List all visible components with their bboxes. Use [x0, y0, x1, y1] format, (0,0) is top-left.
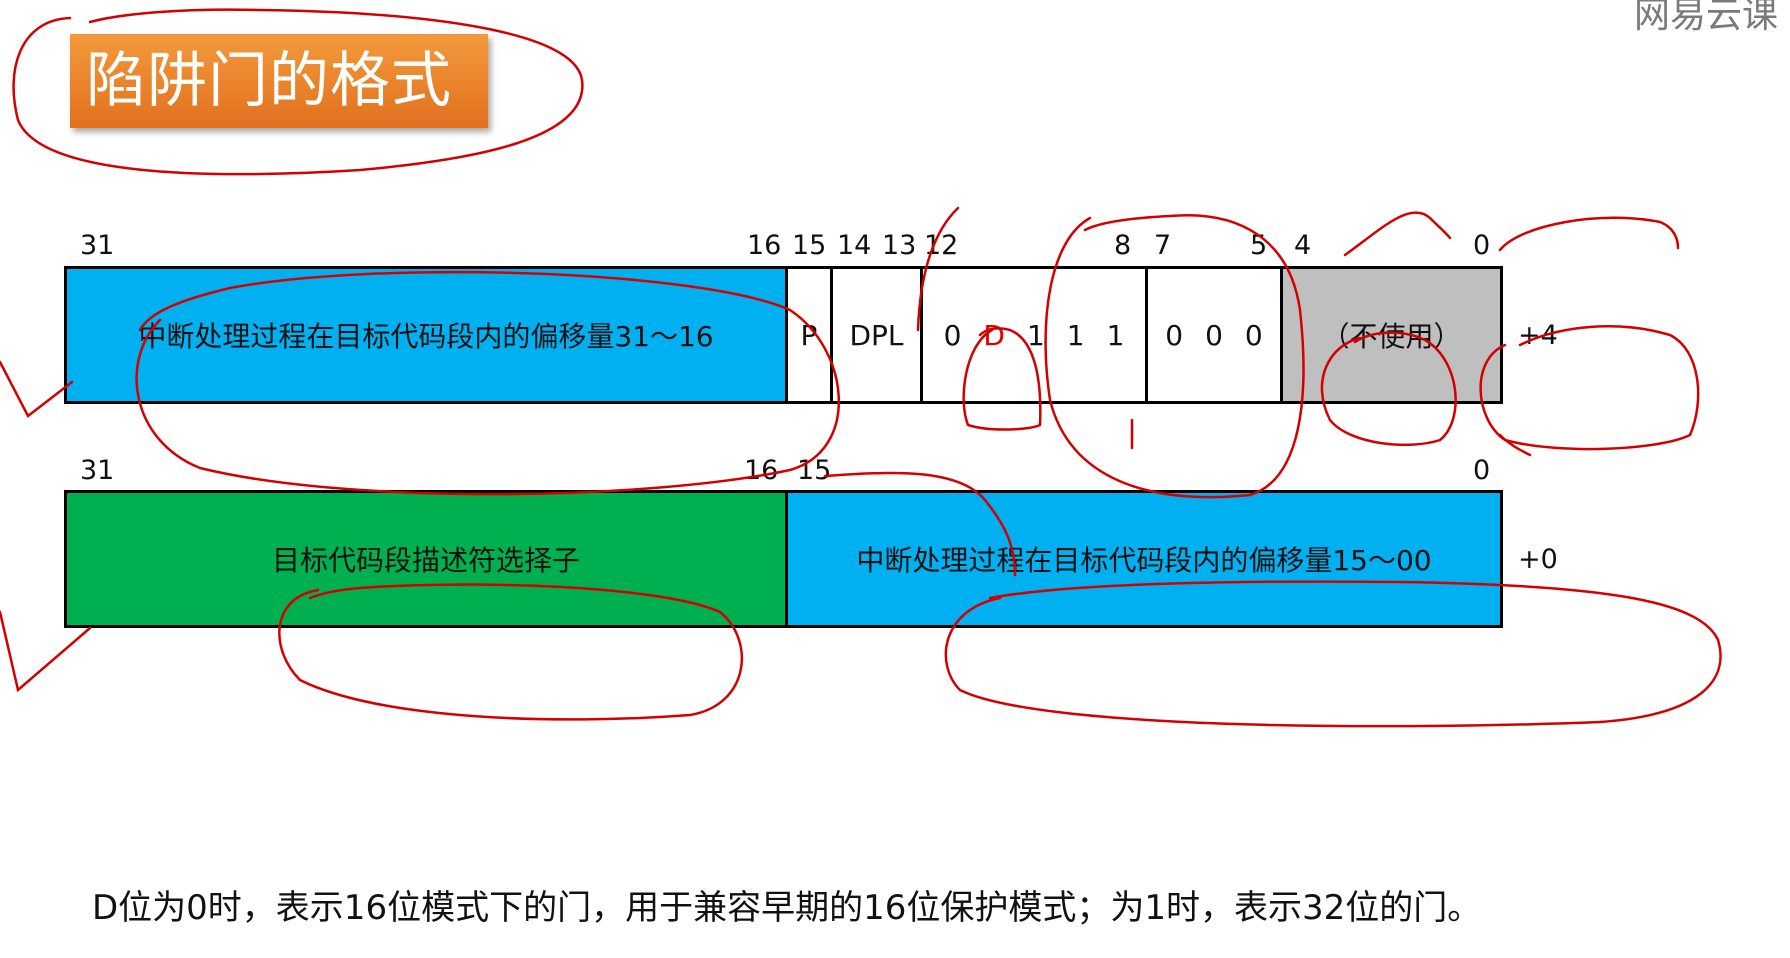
zero-bit: 0 [1165, 318, 1184, 352]
zero-bit: 0 [1205, 318, 1223, 352]
type-field: 0 D 1 1 1 [920, 269, 1145, 401]
bit-label-15: 15 [797, 455, 832, 486]
d-bit-note: D位为0时，表示16位模式下的门，用于兼容早期的16位保护模式；为1时，表示32… [92, 888, 1482, 928]
bit-label-14: 14 [837, 230, 872, 261]
dpl-field: DPL [830, 269, 920, 401]
checkmark [0, 360, 74, 418]
page-title: 陷阱门的格式 [70, 34, 488, 128]
unused-circle [1479, 325, 1700, 457]
descriptor-row-upper: 中断处理过程在目标代码段内的偏移量31～16 P DPL 0 D 1 1 1 0… [64, 266, 1503, 404]
bit-label-31: 31 [80, 230, 115, 261]
p-bit-field: P [785, 269, 830, 401]
d-bit: D [983, 318, 1005, 352]
bit-label-8: 8 [1114, 230, 1132, 261]
bit-label-16: 16 [747, 230, 782, 261]
type-bit: 1 [1106, 318, 1125, 352]
unused-tick [1498, 216, 1680, 252]
offset-label-plus0: +0 [1518, 544, 1558, 575]
type-bit: 1 [1066, 318, 1085, 352]
watermark-logo: 网易云课 [1633, 0, 1778, 36]
descriptor-row-lower: 目标代码段描述符选择子 中断处理过程在目标代码段内的偏移量15～00 [64, 490, 1503, 628]
type-bit: 0 [943, 318, 962, 352]
offset-label-plus4: +4 [1518, 320, 1558, 351]
zero-bit: 0 [1244, 318, 1263, 352]
bit-label-16: 16 [744, 455, 779, 486]
bit-label-13: 13 [882, 230, 917, 261]
bit-label-0: 0 [1473, 455, 1491, 486]
bit-label-15: 15 [792, 230, 827, 261]
bit-label-5: 5 [1250, 230, 1268, 261]
offset-low-field: 中断处理过程在目标代码段内的偏移量15～00 [785, 493, 1500, 625]
unused-field: （不使用） [1280, 269, 1500, 401]
bit-label-31: 31 [80, 455, 115, 486]
selector-field: 目标代码段描述符选择子 [67, 493, 785, 625]
bit-label-12: 12 [924, 230, 959, 261]
type-bit: 1 [1026, 318, 1045, 352]
zero-bits-field: 0 0 0 [1145, 269, 1280, 401]
zero-bits-tick [1343, 211, 1452, 257]
bit-label-7: 7 [1154, 230, 1172, 261]
bit-label-0: 0 [1473, 230, 1491, 261]
offset-high-field: 中断处理过程在目标代码段内的偏移量31～16 [67, 269, 785, 401]
bit-label-4: 4 [1294, 230, 1312, 261]
